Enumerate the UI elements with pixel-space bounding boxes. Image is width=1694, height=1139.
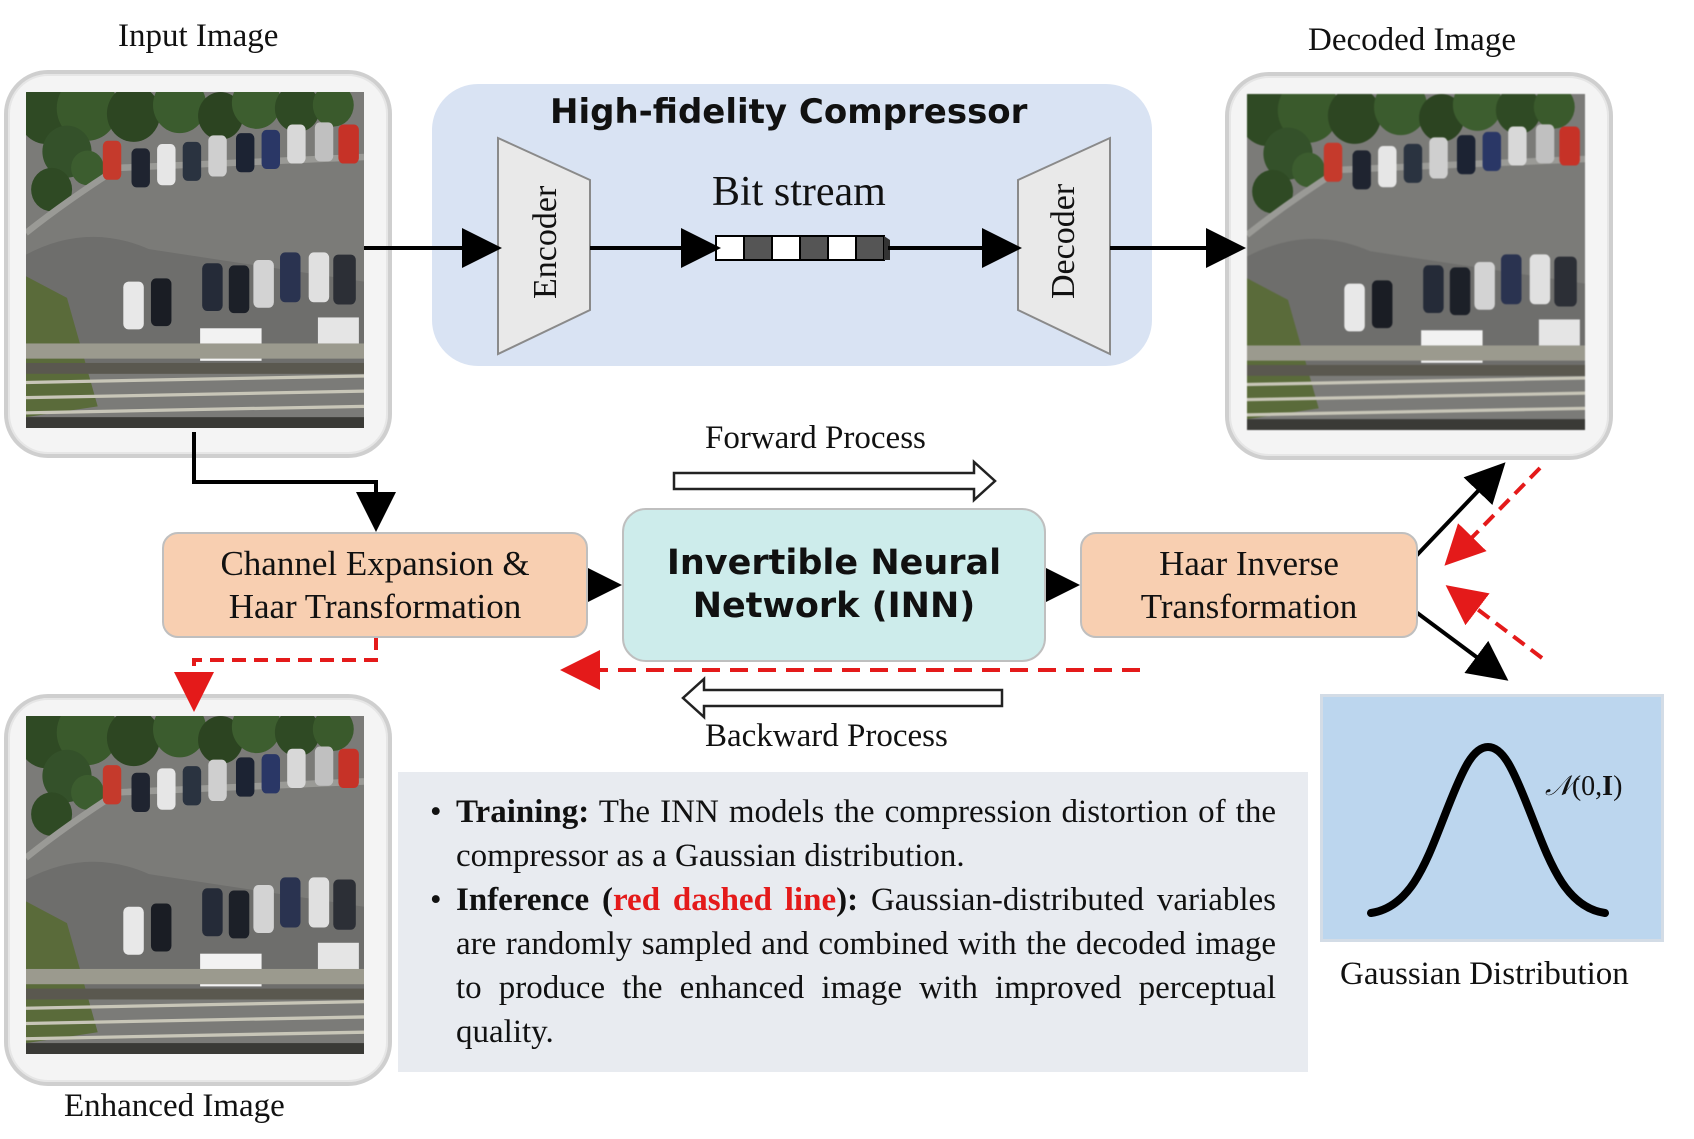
forward-process-arrow (672, 459, 997, 503)
haar-inverse-line1: Haar Inverse (1159, 544, 1339, 583)
formula-identity: I (1602, 771, 1614, 802)
gaussian-panel: 𝒩(0,I) (1320, 694, 1664, 942)
bitstream-cell (771, 235, 801, 261)
training-bullet-mark: • (430, 794, 442, 830)
bitstream-cell (827, 235, 857, 261)
inference-bullet: Inference (red dashed line): Gaussian-di… (456, 878, 1276, 1054)
red-dashed-channel-to-enhanced (174, 636, 378, 712)
inference-bold-pre: Inference ( (456, 882, 613, 918)
training-text: The INN models the compression distortio… (456, 794, 1276, 874)
inn-block: Invertible Neural Network (INN) (622, 508, 1046, 662)
bitstream-end-cap (884, 236, 890, 260)
inn-line2: Network (INN) (692, 586, 976, 626)
backward-process-label: Backward Process (705, 718, 948, 754)
channel-expansion-line2: Haar Transformation (228, 587, 522, 626)
bitstream-cell (799, 235, 829, 261)
inference-text: Gaussian-distributed variables are rando… (456, 882, 1277, 1050)
encoder-label: Encoder (527, 185, 564, 299)
haar-inverse-block: Haar Inverse Transformation (1080, 532, 1418, 638)
inference-bullet-mark: • (430, 882, 442, 918)
inference-red: red dashed line (613, 882, 837, 918)
bitstream-label: Bit stream (712, 169, 886, 215)
training-bold: Training: (456, 794, 590, 830)
decoded-image-caption: Decoded Image (1308, 22, 1516, 58)
decoder-label: Decoder (1045, 183, 1082, 299)
channel-expansion-line1: Channel Expansion & (220, 544, 530, 583)
gaussian-formula: 𝒩(0,I) (1545, 771, 1622, 803)
channel-expansion-haar-block: Channel Expansion & Haar Transformation (162, 532, 588, 638)
inference-bold-post: ): (836, 882, 859, 918)
bell-curve-icon (1367, 742, 1609, 917)
formula-args: (0, (1571, 771, 1603, 802)
bitstream-cells (715, 235, 890, 261)
arrow-haar-to-gaussian (1414, 610, 1509, 681)
explanation-box (398, 772, 1308, 1072)
formula-close: ) (1613, 771, 1623, 802)
bitstream-cell (715, 235, 745, 261)
enhanced-image-caption: Enhanced Image (64, 1088, 285, 1124)
compressor-title: High-fidelity Compressor (550, 92, 1028, 132)
arrow-haar-to-decoded (1414, 462, 1506, 558)
backward-process-arrow (681, 676, 1004, 720)
forward-process-label: Forward Process (705, 420, 926, 456)
gaussian-distribution-caption: Gaussian Distribution (1340, 956, 1629, 992)
bitstream-cell (855, 235, 885, 261)
formula-symbol: 𝒩 (1545, 771, 1572, 802)
inn-line1: Invertible Neural (666, 543, 1002, 583)
red-dashed-gaussian-to-haar (1445, 585, 1544, 660)
haar-inverse-line2: Transformation (1140, 587, 1358, 626)
red-dashed-decoded-to-haar (1444, 466, 1542, 566)
input-image-caption: Input Image (118, 18, 279, 54)
bitstream-cell (743, 235, 773, 261)
training-bullet: Training: The INN models the compression… (456, 790, 1276, 878)
encoder-block (497, 136, 591, 356)
arrow-input-to-channel-expansion (192, 432, 396, 532)
